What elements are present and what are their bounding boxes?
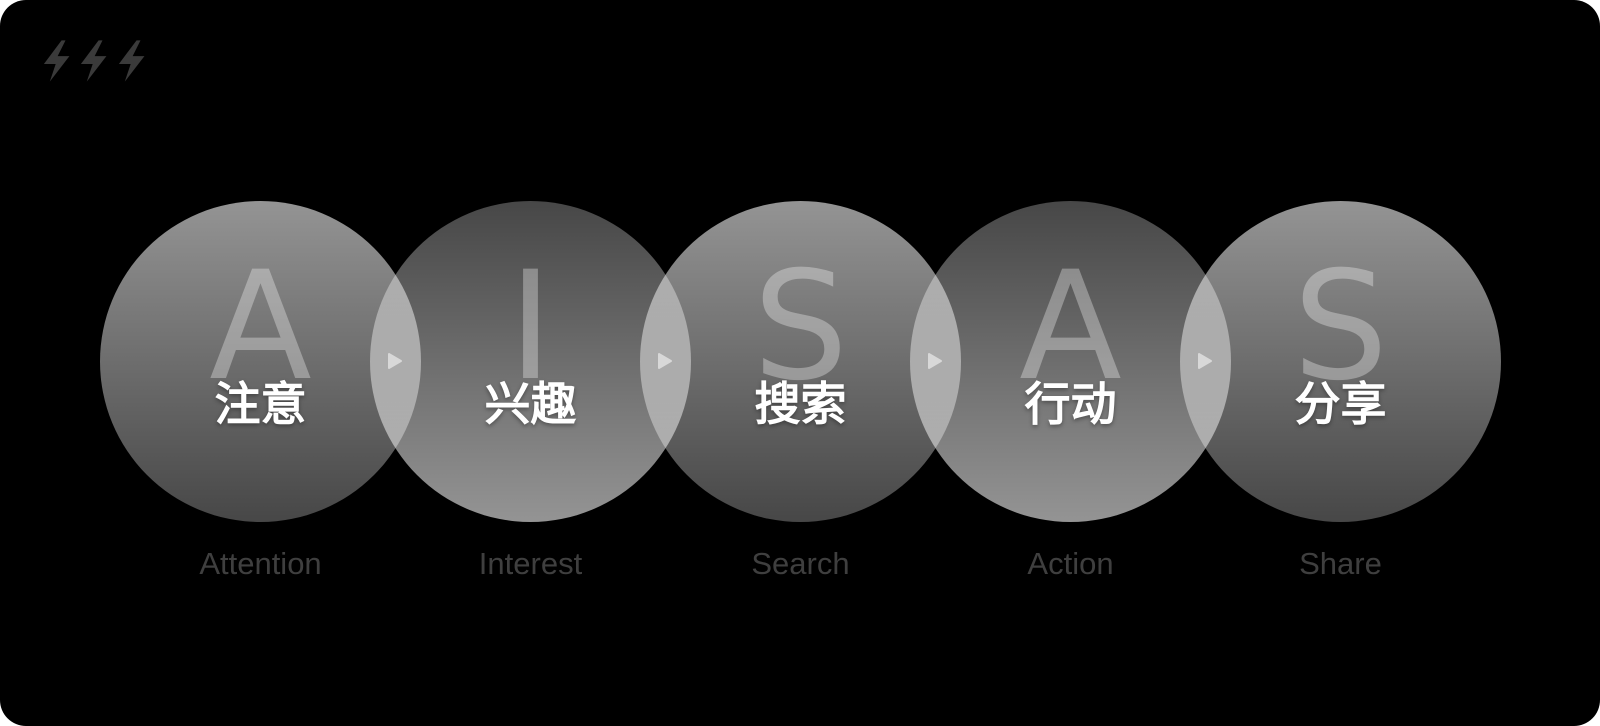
stage-circle-search: [640, 201, 961, 522]
stage-english-label: Action: [1027, 546, 1114, 581]
stage-letter: S: [752, 240, 849, 414]
stage-chinese-label: 搜索: [754, 377, 847, 431]
stage-letter: I: [508, 240, 553, 414]
play-triangle-icon: [1198, 353, 1212, 369]
lightning-bolt-icon: [118, 40, 145, 82]
stage-circle-interest: [370, 201, 691, 522]
stage-letter: A: [1019, 240, 1122, 414]
play-triangle-icon: [928, 353, 942, 369]
stage-circle-action: [910, 201, 1231, 522]
stage-english-label: Interest: [478, 546, 583, 581]
stage-english-label: Attention: [199, 546, 322, 581]
stage-chinese-label: 分享: [1294, 377, 1387, 431]
stage-circle-attention: [100, 201, 421, 522]
logo: [38, 38, 150, 84]
stage-english-label: Search: [751, 546, 850, 581]
lightning-bolt-icon: [81, 40, 107, 82]
lightning-bolt-icon: [43, 40, 70, 82]
play-triangle-icon: [658, 353, 672, 369]
stage-chinese-label: 兴趣: [484, 377, 577, 431]
play-triangle-icon: [388, 353, 402, 369]
stage-chinese-label: 注意: [214, 377, 307, 431]
stage-letter: A: [209, 240, 312, 414]
stage-letter: S: [1292, 240, 1389, 414]
stage-chinese-label: 行动: [1024, 377, 1117, 431]
stage-circle-share: [1180, 201, 1501, 522]
stage-english-label: Share: [1299, 546, 1382, 581]
